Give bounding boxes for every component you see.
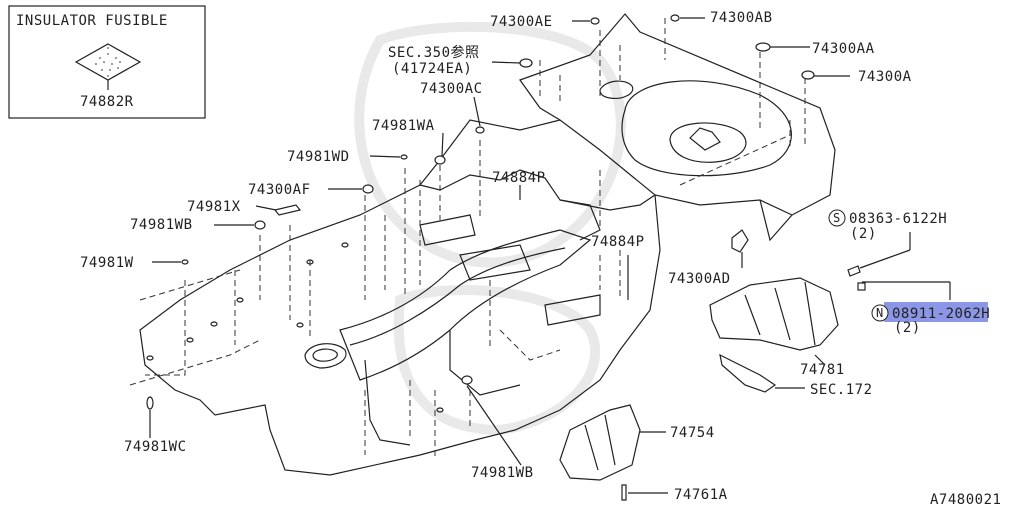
heat-insulator-74754 [559,404,641,501]
label-74300A[interactable]: 74300A [858,69,912,85]
floor-panel [129,13,836,476]
heat-insulator-74781 [709,277,839,393]
label-74981WB-1[interactable]: 74981WB [130,217,193,233]
label-74981X[interactable]: 74981X [187,199,241,215]
label-74981WA[interactable]: 74981WA [372,118,435,134]
watermark [354,21,626,436]
callout-labels: 74300AE 74300AB 74300AA 74300A SEC.350参照… [80,10,1001,508]
s-marker-icon [828,209,846,227]
diagram-id: A7480021 [930,492,1001,508]
part-highlight [884,302,988,322]
label-74981WD[interactable]: 74981WD [287,149,350,165]
label-74300AA[interactable]: 74300AA [812,41,875,57]
label-74300AC[interactable]: 74300AC [420,81,483,97]
n-marker-icon [871,304,889,322]
label-74754[interactable]: 74754 [670,425,715,441]
leader-lines [149,17,951,494]
label-sec172[interactable]: SEC.172 [810,382,873,398]
label-74981WB-2[interactable]: 74981WB [471,465,534,481]
label-74300AD[interactable]: 74300AD [668,271,731,287]
label-74300AE[interactable]: 74300AE [490,14,553,30]
insulator-fusible-inset: INSULATOR FUSIBLE 74882R [8,5,206,119]
label-74884P-2[interactable]: 74884P [591,234,645,250]
nut-n-prefix: N [876,306,884,320]
label-74884P-1[interactable]: 74884P [492,170,546,186]
clips [146,14,866,410]
inset-part-number: 74882R [80,94,134,110]
label-nut-qty: (2) [894,320,921,336]
inset-title: INSULATOR FUSIBLE [16,13,168,29]
label-bolt-qty: (2) [850,226,877,242]
label-nut-08911[interactable]: 08911-2062H [892,306,990,322]
label-74761A[interactable]: 74761A [674,487,728,503]
label-sec350-sub: (41724EA) [392,61,472,77]
label-74781[interactable]: 74781 [800,362,845,378]
label-74981WC[interactable]: 74981WC [124,439,187,455]
label-bolt-08363[interactable]: 08363-6122H [849,211,947,227]
label-sec350[interactable]: SEC.350参照 [388,44,480,61]
label-74300AF[interactable]: 74300AF [248,182,311,198]
label-74981W[interactable]: 74981W [80,255,134,271]
label-74300AB[interactable]: 74300AB [710,10,773,26]
bolt-s-prefix: S [833,211,841,225]
